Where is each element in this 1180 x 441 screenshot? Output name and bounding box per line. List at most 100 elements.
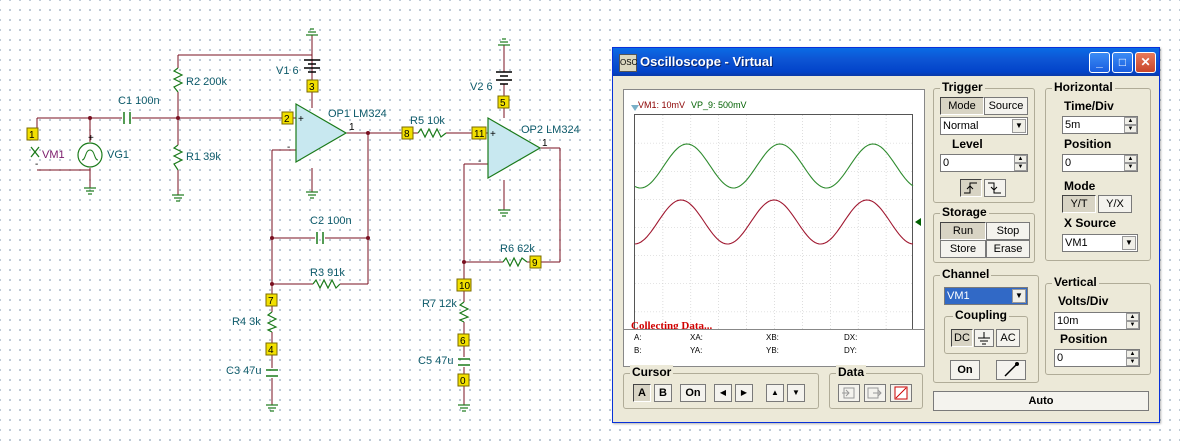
volts-div-value: 10m xyxy=(1057,315,1079,327)
spin-down-icon[interactable]: ▼ xyxy=(1126,321,1139,329)
spin-up-icon[interactable]: ▲ xyxy=(1124,117,1137,125)
spin-up-icon[interactable]: ▲ xyxy=(1126,313,1139,321)
store-button[interactable]: Store xyxy=(940,240,986,258)
storage-title: Storage xyxy=(940,205,989,219)
probe-color-icon[interactable] xyxy=(996,360,1026,380)
r3-resistor xyxy=(312,278,341,290)
channel-on-button[interactable]: On xyxy=(950,360,980,380)
ground-icon xyxy=(458,404,470,412)
title-bar[interactable]: OSC Oscilloscope - Virtual _ □ ✕ xyxy=(613,48,1159,76)
cursor-readout: A: XA: XB: DX: B: YA: YB: DY: xyxy=(623,329,925,367)
trigger-source-button[interactable]: Source xyxy=(984,97,1028,115)
trigger-group: Trigger Mode Source Normal▼ Level 0▲▼ xyxy=(933,80,1035,203)
stop-button[interactable]: Stop xyxy=(986,222,1030,240)
r7-label: R7 12k xyxy=(422,298,457,310)
schematic-diagram: 1 3 2 8 5 11 7 4 9 10 6 0 VM1 VG1 C1 100… xyxy=(26,28,580,412)
dc-coupling-button[interactable]: DC xyxy=(951,329,973,347)
clear-data-icon[interactable] xyxy=(890,384,912,402)
rising-edge-button[interactable] xyxy=(960,179,982,197)
falling-edge-button[interactable] xyxy=(984,179,1006,197)
channel-select[interactable]: VM1▼ xyxy=(944,287,1028,305)
spin-down-icon[interactable]: ▼ xyxy=(1014,163,1027,171)
trigger-mode-select[interactable]: Normal▼ xyxy=(940,117,1028,135)
chevron-down-icon[interactable]: ▼ xyxy=(1122,236,1136,250)
horizontal-position-spinner[interactable]: 0 ▲▼ xyxy=(1062,154,1138,172)
ground-icon xyxy=(306,28,318,36)
svg-text:11: 11 xyxy=(474,129,485,140)
waveform-plot xyxy=(631,105,921,350)
oscilloscope-window[interactable]: OSC Oscilloscope - Virtual _ □ ✕ VM1: 10… xyxy=(612,47,1160,423)
cursor-on-button[interactable]: On xyxy=(680,384,706,402)
chevron-down-icon[interactable]: ▼ xyxy=(1012,119,1026,133)
r6-label: R6 62k xyxy=(500,243,535,255)
c2-capacitor xyxy=(316,232,324,244)
vg1-generator xyxy=(77,142,103,168)
v1-battery xyxy=(304,59,320,73)
time-div-spinner[interactable]: 5m▲▼ xyxy=(1062,116,1138,134)
spin-down-icon[interactable]: ▼ xyxy=(1126,358,1139,366)
ground-coupling-icon[interactable] xyxy=(974,329,994,347)
ground-icon xyxy=(266,404,278,412)
ground-icon xyxy=(84,187,96,195)
node-8: 8 xyxy=(401,126,414,140)
erase-button[interactable]: Erase xyxy=(986,240,1030,258)
svg-text:7: 7 xyxy=(268,296,274,307)
cursor-b-button[interactable]: B xyxy=(654,384,672,402)
volts-div-spinner[interactable]: 10m ▲▼ xyxy=(1054,312,1140,330)
spin-down-icon[interactable]: ▼ xyxy=(1124,125,1137,133)
readout-ya: YA: xyxy=(690,346,703,355)
cursor-a-button[interactable]: A xyxy=(633,384,651,402)
cursor-down-button[interactable]: ▼ xyxy=(787,384,805,402)
horizontal-group: Horizontal Time/Div 5m▲▼ Position 0▲▼ Mo… xyxy=(1045,80,1151,261)
c5-label: C5 47u xyxy=(418,355,453,367)
auto-button[interactable]: Auto xyxy=(933,391,1149,411)
minimize-button[interactable]: _ xyxy=(1089,52,1110,73)
export-data-icon[interactable] xyxy=(864,384,886,402)
trigger-level-spinner[interactable]: 0▲▼ xyxy=(940,154,1028,172)
spin-up-icon[interactable]: ▲ xyxy=(1014,155,1027,163)
svg-text:3: 3 xyxy=(309,82,315,93)
import-data-icon[interactable] xyxy=(838,384,860,402)
r5-resistor xyxy=(417,127,447,139)
op2-minus-pin: - xyxy=(478,156,481,167)
chevron-down-icon[interactable]: ▼ xyxy=(1012,289,1026,303)
ac-coupling-button[interactable]: AC xyxy=(996,329,1020,347)
vm1-label: VM1 xyxy=(42,149,65,161)
cursor-up-button[interactable]: ▲ xyxy=(766,384,784,402)
spin-up-icon[interactable]: ▲ xyxy=(1126,350,1139,358)
maximize-button[interactable]: □ xyxy=(1112,52,1133,73)
op1-label: OP1 LM324 xyxy=(328,108,387,120)
horizontal-position-value: 0 xyxy=(1065,157,1072,169)
op1-plus-pin: + xyxy=(298,114,304,125)
svg-text:8: 8 xyxy=(404,129,410,140)
horizontal-position-label: Position xyxy=(1064,137,1112,151)
vertical-group: Vertical Volts/Div 10m▲▼ Position 0▲▼ xyxy=(1045,275,1151,375)
vertical-position-spinner[interactable]: 0▲▼ xyxy=(1054,349,1140,367)
yx-mode-button[interactable]: Y/X xyxy=(1098,195,1132,213)
yt-mode-button[interactable]: Y/T xyxy=(1062,195,1096,213)
r1-label: R1 39k xyxy=(186,151,221,163)
op2-plus-pin: + xyxy=(490,129,496,140)
trigger-mode-button[interactable]: Mode xyxy=(940,97,984,115)
close-button[interactable]: ✕ xyxy=(1135,52,1156,73)
op2-opamp xyxy=(487,116,542,180)
readout-xa: XA: xyxy=(690,333,703,342)
node-11: 11 xyxy=(471,126,487,140)
x-source-select[interactable]: VM1▼ xyxy=(1062,234,1138,252)
cursor-left-button[interactable]: ◀ xyxy=(714,384,732,402)
spin-up-icon[interactable]: ▲ xyxy=(1124,155,1137,163)
node-4: 4 xyxy=(265,342,278,356)
channel-group: Channel VM1▼ Coupling DC AC On xyxy=(933,267,1039,383)
run-button[interactable]: Run xyxy=(940,222,986,240)
op2-label: OP2 LM324 xyxy=(521,124,580,136)
vm1-minus-pin: - xyxy=(35,159,38,170)
op1-out-pin: 1 xyxy=(349,122,355,133)
cursor-right-button[interactable]: ▶ xyxy=(735,384,753,402)
svg-text:0: 0 xyxy=(460,376,466,387)
spin-down-icon[interactable]: ▼ xyxy=(1124,163,1137,171)
c3-label: C3 47u xyxy=(226,365,261,377)
trigger-marker-icon xyxy=(631,105,639,111)
svg-text:9: 9 xyxy=(532,258,538,269)
readout-xb: XB: xyxy=(766,333,779,342)
